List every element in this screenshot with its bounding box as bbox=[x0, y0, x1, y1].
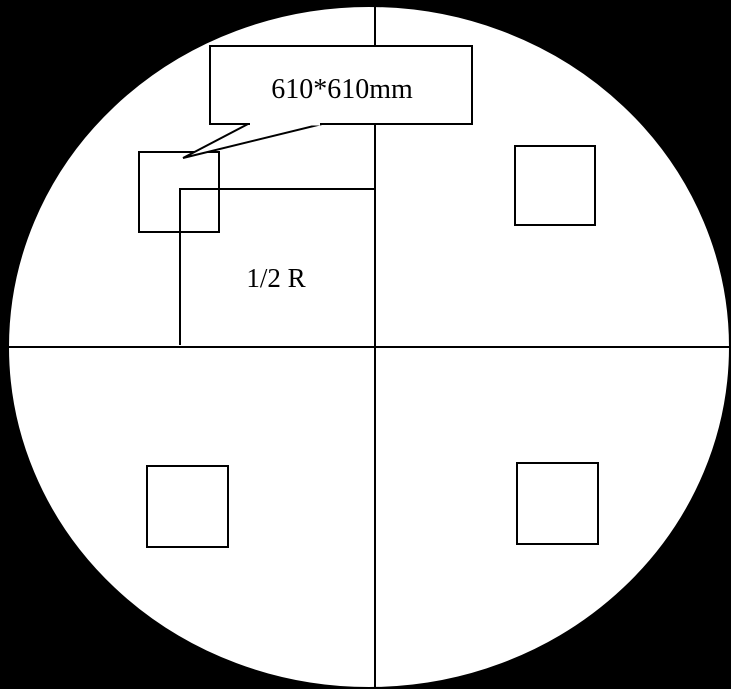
sample-square-bottom-right bbox=[516, 462, 599, 545]
callout-label: 610*610mm bbox=[271, 74, 413, 105]
sample-square-top-right bbox=[514, 145, 596, 226]
callout-pointer bbox=[182, 123, 323, 159]
radius-label: 1/2 R bbox=[246, 263, 305, 293]
callout-box bbox=[209, 45, 473, 125]
sample-square-top-left bbox=[138, 151, 220, 233]
half-radius-bracket bbox=[179, 188, 375, 345]
sample-square-bottom-left bbox=[146, 465, 229, 548]
